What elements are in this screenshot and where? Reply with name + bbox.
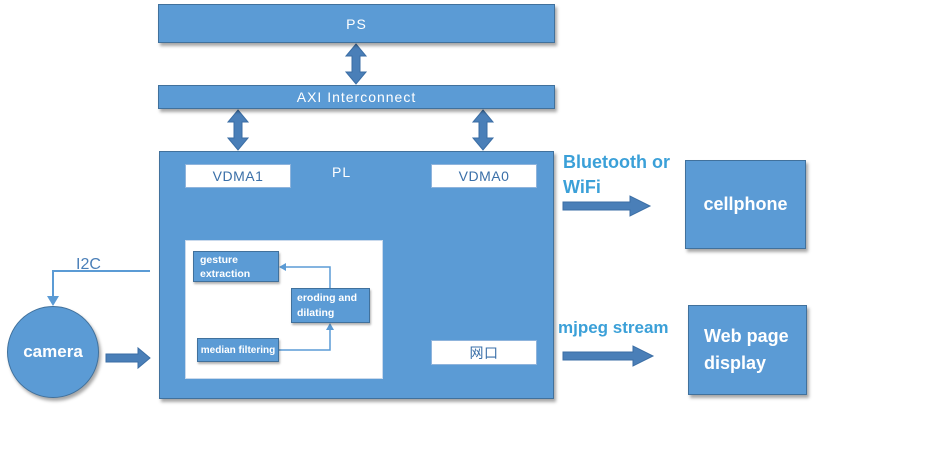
median-filtering-block: median filtering <box>197 338 279 362</box>
network-port-label: 网口 <box>469 345 499 362</box>
median-label: median filtering <box>200 344 276 356</box>
webpage-display-block: Web page display <box>688 305 807 395</box>
camera-node: camera <box>7 306 99 398</box>
pl-label: PL <box>332 164 352 180</box>
i2c-line <box>47 270 150 306</box>
cellphone-block: cellphone <box>685 160 806 249</box>
gesture-label: gesture extraction <box>200 254 251 280</box>
axi-pl-right-double-arrow <box>471 109 495 151</box>
ps-block: PS <box>158 4 555 43</box>
i2c-label: I2C <box>76 256 101 273</box>
vdma0-label: VDMA0 <box>458 168 510 184</box>
gesture-extraction-block: gesture extraction <box>193 251 279 282</box>
mjpeg-arrow <box>562 345 655 367</box>
bluetooth-arrow <box>562 195 652 217</box>
ps-axi-double-arrow <box>344 43 368 85</box>
axi-pl-left-double-arrow <box>226 109 250 151</box>
bluetooth-wifi-label: Bluetooth or WiFi <box>563 150 673 200</box>
camera-label: camera <box>23 342 83 361</box>
axi-interconnect-block: AXI Interconnect <box>158 85 555 109</box>
vdma0-block: VDMA0 <box>431 164 537 188</box>
eroding-label: eroding and dilating <box>297 292 358 319</box>
vdma1-label: VDMA1 <box>212 168 264 184</box>
vdma1-block: VDMA1 <box>185 164 291 188</box>
cellphone-label: cellphone <box>703 194 788 214</box>
ps-label: PS <box>346 15 367 32</box>
camera-to-pl-arrow <box>105 346 151 370</box>
bluetooth-wifi-text: Bluetooth or WiFi <box>563 152 670 197</box>
axi-label: AXI Interconnect <box>296 89 417 105</box>
eroding-dilating-block: eroding and dilating <box>291 288 370 323</box>
network-port-block: 网口 <box>431 340 537 365</box>
mjpeg-stream-label: mjpeg stream <box>558 318 669 337</box>
webpage-label: Web page display <box>704 326 789 373</box>
